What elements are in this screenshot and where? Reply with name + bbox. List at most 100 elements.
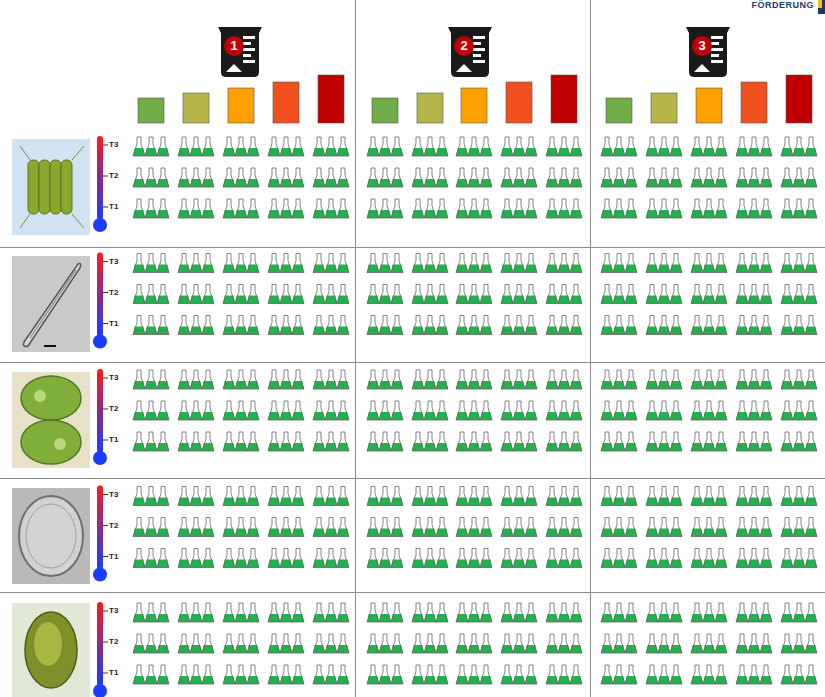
- flask-medium: [670, 210, 682, 218]
- flask-medium: [367, 265, 379, 273]
- flask-medium: [235, 614, 247, 622]
- flask-medium: [501, 296, 513, 304]
- flask-medium: [337, 210, 349, 218]
- flask-outline: [570, 137, 582, 156]
- flask-medium: [793, 498, 805, 506]
- flask-outline: [570, 603, 582, 622]
- flask-outline: [223, 316, 235, 335]
- flask-medium: [235, 296, 247, 304]
- flask-outline: [190, 603, 202, 622]
- flask-outline: [670, 518, 682, 537]
- thermometer-tube: [97, 136, 103, 220]
- flask-medium: [157, 529, 169, 537]
- flask-medium: [501, 327, 513, 335]
- flask-outline: [658, 665, 670, 684]
- flask-outline: [480, 518, 492, 537]
- flask-outline: [670, 432, 682, 451]
- flask-medium: [280, 412, 292, 420]
- flask-outline: [715, 285, 727, 304]
- flask-outline: [178, 254, 190, 273]
- flask-medium: [367, 498, 379, 506]
- flask-medium: [736, 676, 748, 684]
- flask-outline: [793, 137, 805, 156]
- flask-medium: [367, 614, 379, 622]
- thermometer-bulb: [93, 218, 107, 232]
- flask-medium: [558, 148, 570, 156]
- flask-medium: [570, 560, 582, 568]
- flask-medium: [436, 265, 448, 273]
- flask-outline: [391, 254, 403, 273]
- flask-outline: [736, 487, 748, 506]
- flask-medium: [625, 443, 637, 451]
- temperature-label: T1: [109, 319, 118, 329]
- callout-number: 2: [455, 37, 473, 55]
- flask-medium: [480, 179, 492, 187]
- flask-medium: [157, 148, 169, 156]
- flask-medium: [760, 296, 772, 304]
- flask-medium: [805, 560, 817, 568]
- flask-medium: [223, 498, 235, 506]
- logo-mark: [818, 0, 825, 14]
- flask-medium: [424, 498, 436, 506]
- flask-medium: [736, 412, 748, 420]
- flask-medium: [793, 645, 805, 653]
- flask-medium: [760, 676, 772, 684]
- flask-outline: [601, 168, 613, 187]
- flask-medium: [558, 412, 570, 420]
- flask-medium: [670, 529, 682, 537]
- flask-medium: [760, 443, 772, 451]
- flask-outline: [480, 401, 492, 420]
- flask-outline: [247, 549, 259, 568]
- flask-outline: [525, 401, 537, 420]
- flask-medium: [781, 296, 793, 304]
- flask-medium: [391, 529, 403, 537]
- thermometer-tick: [103, 525, 108, 526]
- flask-outline: [292, 518, 304, 537]
- flask-medium: [337, 614, 349, 622]
- flask-medium: [247, 443, 259, 451]
- flask-outline: [178, 665, 190, 684]
- flask-medium: [157, 560, 169, 568]
- flask-outline: [436, 487, 448, 506]
- beaker-graduation: [711, 48, 723, 51]
- temperature-label: T1: [109, 435, 118, 445]
- flask-medium: [379, 529, 391, 537]
- flask-outline: [601, 487, 613, 506]
- flask-outline: [613, 603, 625, 622]
- flask-medium: [280, 498, 292, 506]
- flask-outline: [145, 401, 157, 420]
- flask-medium: [379, 560, 391, 568]
- flask-medium: [412, 645, 424, 653]
- flask-outline: [190, 401, 202, 420]
- flask-outline: [501, 432, 513, 451]
- flask-medium: [525, 412, 537, 420]
- flask-medium: [546, 645, 558, 653]
- flask-outline: [325, 518, 337, 537]
- flask-outline: [367, 137, 379, 156]
- flask-outline: [760, 370, 772, 389]
- thermometer-tick: [103, 145, 108, 146]
- flask-outline: [456, 401, 468, 420]
- flask-medium: [793, 179, 805, 187]
- flask-outline: [646, 432, 658, 451]
- flask-outline: [480, 603, 492, 622]
- flask-outline: [202, 401, 214, 420]
- flask-medium: [513, 443, 525, 451]
- flask-medium: [513, 412, 525, 420]
- flask-medium: [760, 265, 772, 273]
- flask-outline: [646, 199, 658, 218]
- flask-medium: [436, 676, 448, 684]
- flask-outline: [412, 316, 424, 335]
- flask-medium: [190, 412, 202, 420]
- flask-outline: [157, 487, 169, 506]
- flask-medium: [525, 645, 537, 653]
- concentration-bar: [651, 93, 677, 123]
- flask-outline: [613, 285, 625, 304]
- flask-medium: [379, 148, 391, 156]
- flask-outline: [501, 549, 513, 568]
- flask-outline: [412, 199, 424, 218]
- flask-outline: [570, 316, 582, 335]
- flask-outline: [613, 487, 625, 506]
- flask-outline: [570, 254, 582, 273]
- flask-medium: [313, 614, 325, 622]
